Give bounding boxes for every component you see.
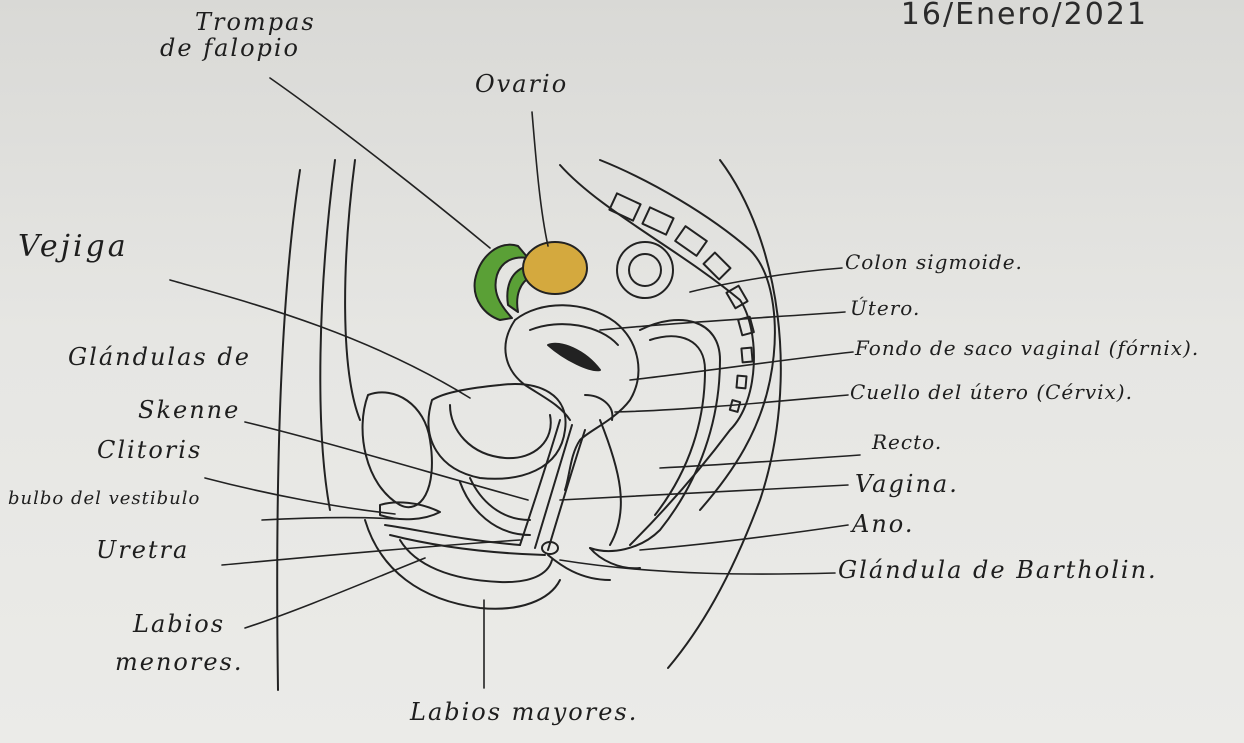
label-fornix: Fondo de saco vaginal (fórnix).: [855, 338, 1199, 358]
abdominal-wall-line3: [345, 160, 360, 420]
rectum-inner-2: [600, 420, 621, 545]
label-ano: Ano.: [852, 512, 914, 536]
rectum-outer: [590, 320, 720, 551]
back-contour: [668, 160, 781, 668]
label-labios-menores-line2: menores.: [115, 650, 244, 674]
vertebra-3: [675, 226, 707, 256]
uterus-inner: [530, 324, 618, 345]
vertebra-2: [642, 207, 673, 234]
leader-labios-menores: [245, 558, 425, 628]
ovary-shape: [523, 242, 587, 294]
labia-majora: [365, 520, 560, 609]
leader-uretra: [222, 540, 520, 565]
labia-minora: [400, 540, 552, 582]
leader-ovario: [532, 112, 548, 246]
label-labios-mayores: Labios mayores.: [410, 700, 638, 724]
abdominal-wall-inner: [320, 160, 335, 510]
leader-skene: [245, 422, 528, 500]
label-bartholin: Glándula de Bartholin.: [838, 558, 1158, 582]
leader-bartholin: [560, 560, 835, 574]
leader-bulbo: [262, 517, 395, 520]
uterus-back: [505, 320, 570, 420]
leader-vagina: [560, 485, 848, 500]
label-cervix: Cuello del útero (Cérvix).: [850, 382, 1133, 402]
clitoris-shape: [380, 502, 440, 519]
label-ovario: Ovario: [475, 72, 568, 96]
label-recto: Recto.: [872, 432, 942, 452]
label-vagina: Vagina.: [855, 472, 959, 496]
sacrum-front: [560, 165, 754, 545]
label-glandulas-line1: Glándulas de: [68, 345, 251, 369]
label-colon-sigmoide: Colon sigmoide.: [845, 252, 1023, 272]
sigmoid-colon-outer: [617, 242, 673, 298]
label-trompas-line2: de falopio: [160, 36, 300, 60]
label-uretra: Uretra: [96, 538, 189, 562]
vertebra-7: [741, 348, 752, 363]
pubic-bone: [363, 392, 432, 507]
label-labios-menores-line1: Labios: [133, 612, 225, 636]
label-trompas-line1: Trompas: [195, 10, 316, 34]
label-clitoris: Clitoris: [97, 438, 202, 462]
label-utero: Útero.: [850, 298, 920, 318]
uterus-outer: [515, 305, 638, 490]
leader-clitoris: [205, 478, 395, 514]
vertebra-8: [736, 376, 746, 389]
label-bulbo: bulbo del vestibulo: [8, 490, 200, 508]
bladder-inner: [450, 405, 551, 458]
rectum-inner: [650, 336, 705, 515]
cervix: [585, 395, 612, 420]
leader-recto: [660, 455, 860, 468]
date-text: 16/Enero/2021: [901, 0, 1148, 30]
label-glandulas-line2: Skenne: [138, 398, 240, 422]
leader-trompas: [270, 78, 490, 248]
vertebra-1: [609, 193, 640, 220]
vagina-back: [548, 430, 585, 550]
uterus-cavity: [548, 344, 600, 370]
sigmoid-colon-inner: [629, 254, 661, 286]
label-vejiga: Vejiga: [18, 232, 129, 262]
leader-utero: [600, 312, 845, 330]
